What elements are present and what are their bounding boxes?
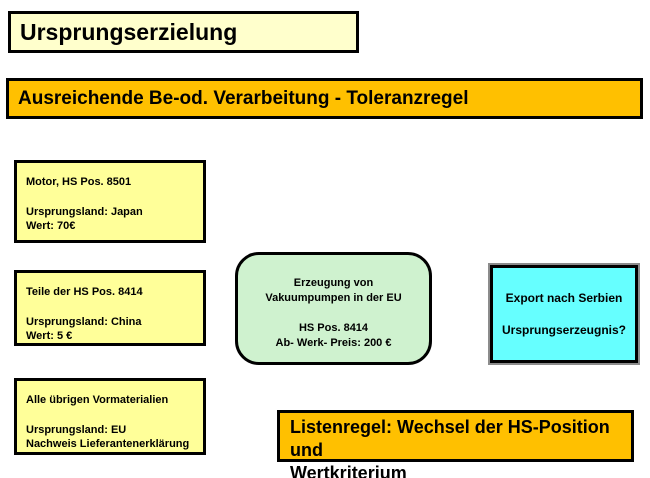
material-box-motor: Motor, HS Pos. 8501 Ursprungsland: Japan…: [14, 160, 206, 243]
material-box-vormaterialien: Alle übrigen Vormaterialien Ursprungslan…: [14, 378, 206, 455]
export-box-serbia: Export nach Serbien Ursprungserzeugnis?: [488, 263, 640, 365]
material-origin: Ursprungsland: EU: [26, 424, 127, 436]
material-proof: Nachweis Lieferantenerklärung: [26, 438, 190, 450]
process-box-production: Erzeugung von Vakuumpumpen in der EU HS …: [235, 252, 432, 365]
title-text: Ursprungserzielung: [20, 18, 238, 45]
header-bar: Ausreichende Be-od. Verarbeitung - Toler…: [6, 78, 643, 119]
material-box-teile: Teile der HS Pos. 8414 Ursprungsland: Ch…: [14, 270, 206, 346]
export-origin-question: Ursprungserzeugnis?: [501, 323, 627, 337]
material-origin: Ursprungsland: Japan: [26, 206, 143, 218]
material-title: Motor, HS Pos. 8501: [26, 176, 132, 188]
material-title: Teile der HS Pos. 8414: [26, 286, 143, 298]
rule-box-listenregel: Listenregel: Wechsel der HS-Position und…: [277, 410, 634, 478]
process-line-1: Erzeugung von: [293, 277, 374, 289]
process-price: Ab- Werk- Preis: 200 €: [275, 337, 392, 349]
process-line-2: Vakuumpumpen in der EU: [265, 292, 402, 304]
header-text: Ausreichende Be-od. Verarbeitung - Toler…: [18, 87, 469, 109]
material-value: Wert: 5 €: [26, 330, 73, 342]
material-title: Alle übrigen Vormaterialien: [26, 394, 169, 406]
material-value: Wert: 70€: [26, 220, 76, 232]
material-origin: Ursprungsland: China: [26, 316, 142, 328]
rule-line-2: Wertkriterium: [290, 463, 407, 478]
title-box: Ursprungserzielung: [8, 11, 359, 53]
export-destination: Export nach Serbien: [505, 291, 623, 305]
process-hs-position: HS Pos. 8414: [298, 322, 369, 334]
rule-line-1: Listenregel: Wechsel der HS-Position und: [290, 417, 610, 460]
